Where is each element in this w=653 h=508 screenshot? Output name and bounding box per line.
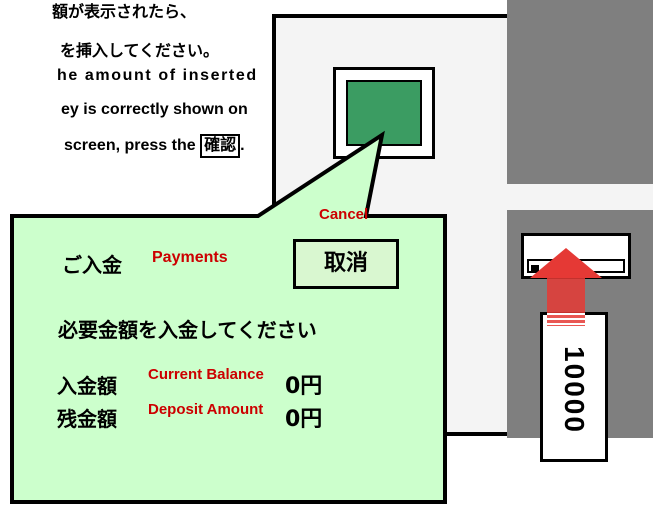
bill-slot-light xyxy=(531,265,539,271)
instruction-en-line3-end: . xyxy=(240,137,245,154)
instruction-en-line1: he amount of inserted xyxy=(57,67,258,84)
insert-arrow-icon xyxy=(530,248,602,326)
machine-screen[interactable] xyxy=(346,80,422,146)
cancel-label-en: Cancel xyxy=(319,206,369,223)
remaining-amount-value: 0円 xyxy=(285,407,323,432)
remaining-label-en: Deposit Amount xyxy=(148,401,264,418)
instruction-jp-line2: を挿入してください。 xyxy=(60,41,220,60)
dialog-title-en: Payments xyxy=(152,249,228,266)
remaining-label: 残金額 xyxy=(57,407,117,431)
dialog-title: ご入金 xyxy=(62,253,122,277)
confirm-button-reference: 確認 xyxy=(200,134,241,158)
instruction-en-line3-text: screen, press the xyxy=(64,137,196,154)
dialog-prompt: 必要金額を入金してください xyxy=(58,318,317,342)
deposit-label: 入金額 xyxy=(57,374,117,398)
instruction-en-line3: screen, press the 確認. xyxy=(64,134,245,158)
deposit-label-en: Current Balance xyxy=(148,366,264,383)
bill-note[interactable] xyxy=(540,312,608,462)
cancel-button[interactable]: 取消 xyxy=(293,239,399,289)
deposit-amount-value: 0円 xyxy=(285,374,323,399)
machine-upper-panel xyxy=(507,0,653,184)
instruction-jp-line1: 額が表示されたら、 xyxy=(52,2,197,21)
instruction-en-line2: ey is correctly shown on xyxy=(61,101,248,118)
